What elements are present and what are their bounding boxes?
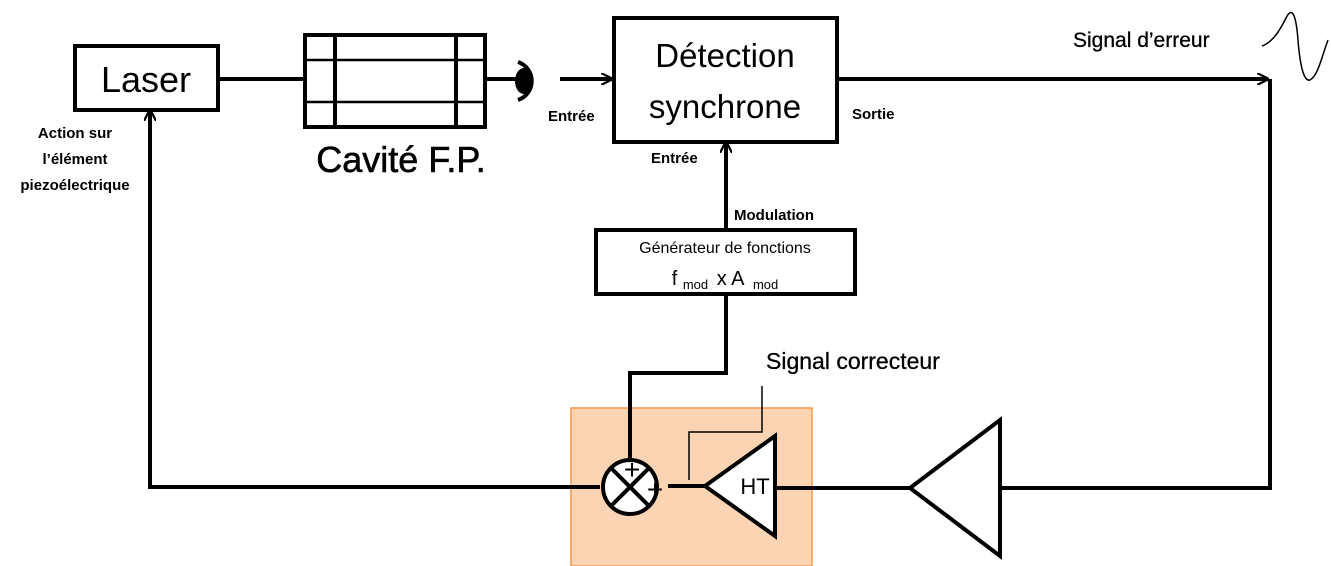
action-label-line1: Action sur [38,125,112,142]
modulation-input-label: Entrée [651,150,698,167]
laser-label: Laser [101,59,191,100]
generator-x-a: x A [717,268,745,290]
generator-title: Générateur de fonctions [639,240,811,257]
correcteur-tap-line [688,386,763,480]
function-generator-block [594,228,857,296]
action-label-line3: piezoélectrique [20,177,129,194]
amplifier-triangle [906,415,1002,561]
summing-junction-icon [601,458,659,516]
action-label-line2: l’élément [42,151,107,168]
detection-label-line1: Détection [655,37,794,74]
error-signal-waveform-icon [1261,11,1329,81]
fabry-perot-cavity [303,33,487,129]
sortie-label: Sortie [852,106,895,123]
detector-input-label: Entrée [548,108,595,125]
ht-label: HT [740,474,769,499]
generator-mod-subscript-2: mod [753,277,778,292]
plus-sign-top: + [624,454,640,485]
generator-f: f [672,268,678,290]
generator-mod-subscript-1: mod [683,277,708,292]
ht-amplifier-triangle [701,432,777,540]
generator-formula: f mod x A mod [672,268,779,294]
detection-label-line2: synchrone [649,88,801,125]
modulation-label: Modulation [734,207,814,224]
error-signal-label: Signal d’erreur [1073,29,1210,52]
synchronous-detection-block [612,16,839,144]
cavity-label: Cavité F.P. [316,139,485,180]
correcteur-signal-label: Signal correcteur [766,348,940,374]
laser-block [73,44,220,112]
plus-sign-right: + [647,474,663,505]
photodetector-icon [515,60,534,102]
signal-wires [150,79,1272,490]
